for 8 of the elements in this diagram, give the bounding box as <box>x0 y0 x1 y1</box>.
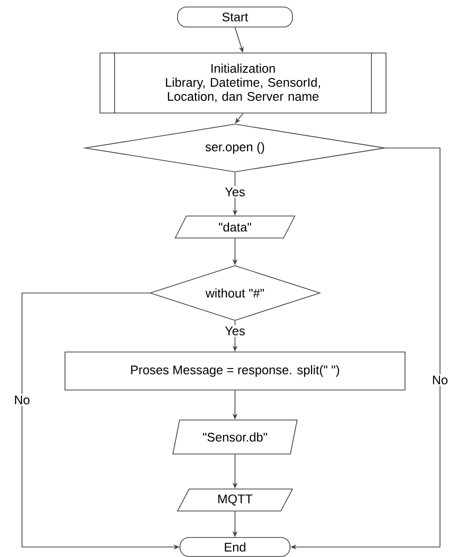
edge-label: No <box>430 374 450 386</box>
predefined-process-box: Initialization Library, Datetime, SensorId, Location, dan Server name <box>100 52 386 114</box>
data-parallelogram: "Sensor.db" <box>172 420 298 454</box>
edge-label: No <box>12 394 32 406</box>
data-parallelogram: "data" <box>174 216 296 238</box>
process-box: Proses Message = response. split(" ") <box>64 352 406 390</box>
edge-label: Yes <box>223 186 247 198</box>
edge-label: Yes <box>223 325 247 337</box>
